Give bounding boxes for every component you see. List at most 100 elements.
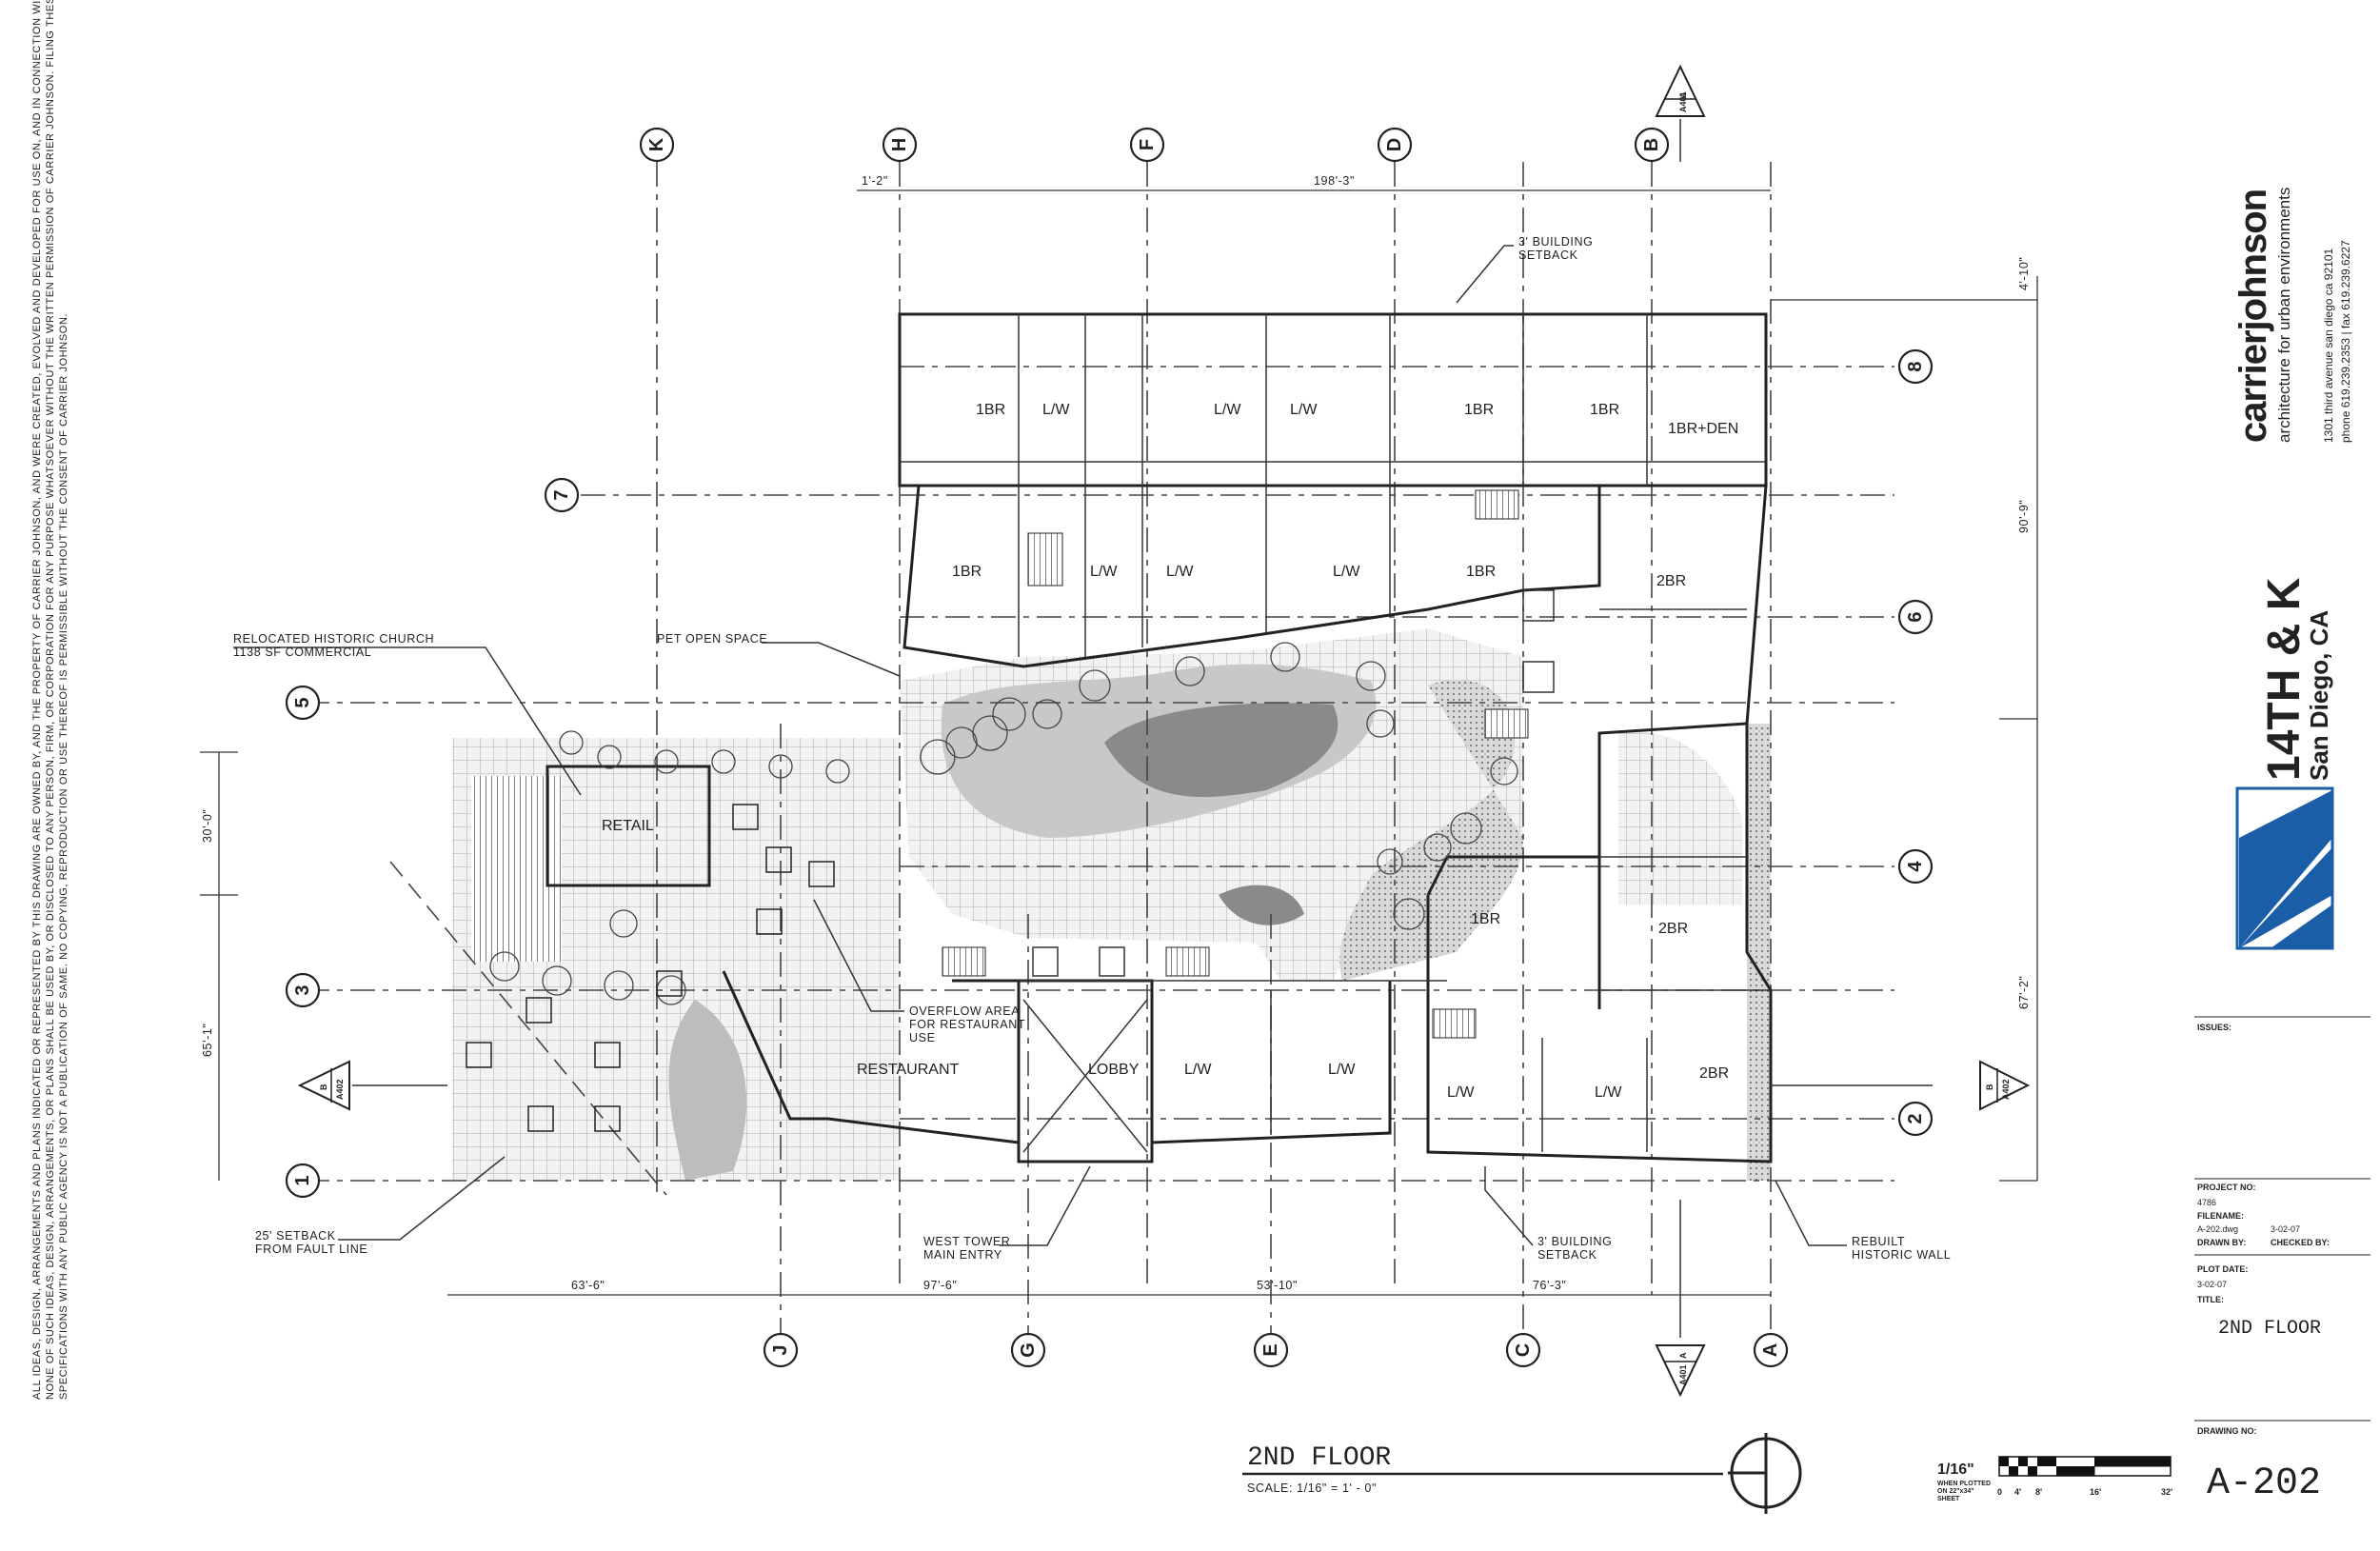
svg-text:8: 8 — [1905, 361, 1926, 371]
stair-2 — [1475, 489, 1519, 520]
dimension-labels: 1'-2" 198'-3" 4'-10" 90'-9" 67'-2" 30'-0… — [201, 174, 2031, 1292]
stair-6 — [1432, 1008, 1477, 1039]
planting-area — [1104, 703, 1339, 798]
svg-text:0: 0 — [1997, 1487, 2002, 1497]
grid-bubble-f: F — [1129, 127, 1165, 163]
svg-text:A401: A401 — [1678, 91, 1688, 112]
middle-unit-block — [902, 485, 1601, 668]
room-restaurant: RESTAURANT — [857, 1062, 959, 1078]
issues-label: ISSUES: — [2197, 1023, 2231, 1032]
room-lw-n1: L/W — [1042, 402, 1070, 418]
callout-historic-wall-2: HISTORIC WALL — [1852, 1248, 1951, 1262]
section-marker-bottom: A A401 — [1655, 1200, 1706, 1398]
project-name: 14TH & K — [2259, 577, 2310, 781]
project-no: 4786 — [2197, 1198, 2216, 1207]
stair-4 — [942, 946, 986, 977]
drawn-by-label: DRAWN BY: — [2197, 1238, 2246, 1247]
callout-west-tower-2: MAIN ENTRY — [923, 1248, 1002, 1262]
room-1br-n3: 1BR — [1590, 402, 1619, 418]
room-1br-m1: 1BR — [952, 564, 982, 580]
disclaimer-line-2: NONE OF SUCH IDEAS, DESIGN, ARRANGEMENTS… — [45, 0, 56, 1400]
svg-text:WHEN PLOTTED: WHEN PLOTTED — [1937, 1481, 1991, 1487]
svg-text:7: 7 — [551, 489, 572, 500]
room-1br-m2: 1BR — [1466, 564, 1496, 580]
callout-west-tower-1: WEST TOWER — [923, 1235, 1010, 1248]
callout-overflow-3: USE — [909, 1031, 936, 1044]
title-label: TITLE: — [2197, 1295, 2224, 1304]
callout-setback-top-1: 3' BUILDING — [1518, 235, 1593, 249]
scale-bar: 1/16" WHEN PLOTTED ON 22"x34" SHEET 0 4'… — [1937, 1456, 2172, 1502]
grid-bubble-4: 4 — [1897, 848, 1934, 885]
svg-text:6: 6 — [1905, 611, 1926, 622]
svg-text:A401: A401 — [1678, 1364, 1688, 1385]
svg-text:2: 2 — [1905, 1113, 1926, 1123]
dim-left-top: 30'-0" — [201, 809, 214, 843]
grid-bubbles: K H F D B J G E C A 7 5 3 1 8 6 4 2 — [285, 127, 1934, 1368]
room-1br-n1: 1BR — [976, 402, 1005, 418]
dim-bottom-2: 97'-6" — [923, 1279, 957, 1292]
svg-text:E: E — [1260, 1343, 1281, 1356]
svg-text:H: H — [889, 138, 910, 151]
room-1br-se: 1BR — [1471, 911, 1500, 927]
dim-right-mid: 90'-9" — [2017, 500, 2031, 533]
trees — [489, 642, 1518, 1005]
svg-text:C: C — [1513, 1343, 1534, 1357]
svg-text:A: A — [1760, 1343, 1781, 1357]
svg-text:1: 1 — [292, 1175, 313, 1185]
room-2br-s: 2BR — [1699, 1065, 1729, 1082]
company-logo-icon — [2235, 786, 2334, 950]
planters — [466, 804, 835, 1132]
sheet-title: 2ND FLOOR — [2218, 1318, 2321, 1340]
stair-1 — [1027, 532, 1063, 587]
grid-bubble-7: 7 — [544, 477, 580, 513]
callout-setback-bottom-1: 3' BUILDING — [1537, 1235, 1612, 1248]
callout-setback-bottom-2: SETBACK — [1537, 1248, 1597, 1262]
filename-date: 3-02-07 — [2271, 1224, 2300, 1234]
grid-bubble-g: G — [1010, 1332, 1046, 1368]
planting-bed-east — [1339, 679, 1523, 981]
room-2br-e1: 2BR — [1656, 573, 1686, 589]
stair-5 — [1165, 946, 1210, 977]
grid-bubble-8: 8 — [1897, 348, 1934, 385]
callout-setback-top-2: SETBACK — [1518, 249, 1578, 262]
project-city: San Diego, CA — [2305, 610, 2333, 781]
svg-text:3: 3 — [292, 984, 313, 995]
dim-right-bottom: 67'-2" — [2017, 976, 2031, 1009]
planting-bed-south — [1219, 885, 1304, 925]
room-lw-s2: L/W — [1328, 1062, 1356, 1078]
callout-overflow-2: FOR RESTAURANT — [909, 1018, 1025, 1031]
grid-bubble-3: 3 — [285, 972, 321, 1008]
building-walls — [545, 312, 1773, 1163]
retail — [545, 765, 711, 887]
plan-title-name: 2ND FLOOR — [1247, 1443, 1391, 1473]
section-marker-left: B A402 — [297, 1060, 447, 1111]
room-retail: RETAIL — [602, 818, 654, 834]
firm-name: carrierjohnson — [2232, 189, 2274, 443]
room-lw-m2: L/W — [1166, 564, 1194, 580]
elevator-3 — [1032, 946, 1059, 977]
drawing-no-label: DRAWING NO: — [2197, 1426, 2257, 1436]
lawn-restaurant — [668, 1000, 747, 1181]
section-marker-top: A A401 — [1655, 64, 1706, 162]
plot-date: 3-02-07 — [2197, 1280, 2227, 1289]
dim-bottom-1: 63'-6" — [571, 1279, 605, 1292]
grid-bubble-1: 1 — [285, 1163, 321, 1199]
plan-title: 2ND FLOOR SCALE: 1/16" = 1' - 0" — [1242, 1433, 1802, 1514]
dim-top-main: 198'-3" — [1314, 174, 1355, 188]
room-lw-n3: L/W — [1290, 402, 1318, 418]
room-1br-n2: 1BR — [1464, 402, 1494, 418]
disclaimer-text: ALL IDEAS, DESIGN, ARRANGEMENTS AND PLAN… — [31, 0, 69, 1400]
firm-phone: phone 619.239.2353 | fax 619.239.6227 — [2339, 240, 2352, 443]
svg-text:F: F — [1137, 139, 1158, 150]
svg-text:B: B — [319, 1084, 328, 1090]
svg-text:B: B — [1985, 1084, 1994, 1090]
svg-text:A: A — [1678, 91, 1688, 98]
landscape — [452, 628, 1771, 1181]
callout-church-1: RELOCATED HISTORIC CHURCH — [233, 632, 434, 646]
east-wing-south — [1426, 733, 1601, 896]
dim-left-bottom: 65'-1" — [201, 1024, 214, 1057]
plot-date-label: PLOT DATE: — [2197, 1264, 2248, 1274]
room-labels: 1BR L/W L/W L/W 1BR 1BR 1BR+DEN 1BR L/W … — [602, 402, 1738, 1101]
svg-text:A402: A402 — [2001, 1079, 2011, 1100]
svg-text:SHEET: SHEET — [1937, 1496, 1960, 1502]
